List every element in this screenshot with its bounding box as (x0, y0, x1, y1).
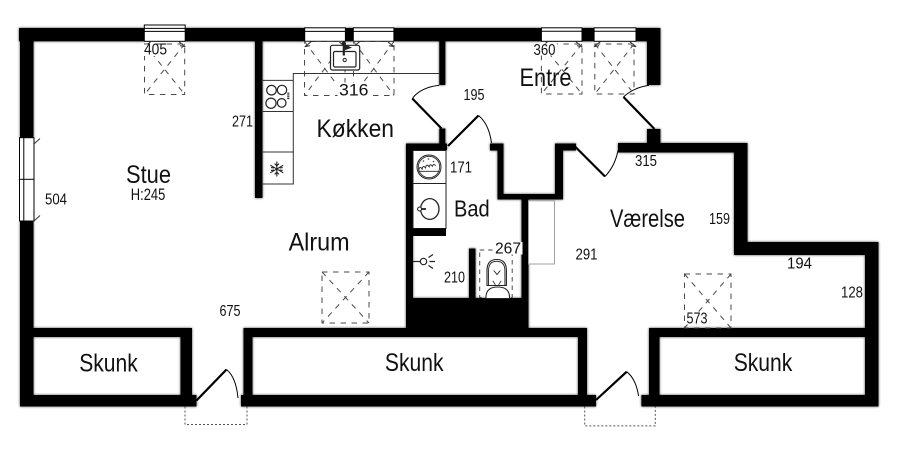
svg-text:Entré: Entré (520, 64, 572, 92)
svg-text:Bad: Bad (454, 196, 490, 222)
svg-text:Værelse: Værelse (610, 205, 685, 233)
svg-text:Skunk: Skunk (385, 349, 444, 377)
svg-text:171: 171 (450, 160, 472, 177)
svg-text:195: 195 (464, 87, 485, 104)
svg-text:Stue: Stue (126, 161, 171, 189)
svg-text:504: 504 (45, 192, 67, 209)
svg-text:360: 360 (534, 42, 556, 59)
svg-text:194: 194 (787, 256, 812, 273)
svg-text:267: 267 (495, 241, 521, 258)
svg-text:Skunk: Skunk (734, 349, 793, 377)
svg-text:128: 128 (841, 285, 863, 302)
svg-text:271: 271 (232, 114, 253, 131)
svg-text:Skunk: Skunk (79, 350, 138, 378)
svg-text:Alrum: Alrum (289, 229, 350, 257)
svg-text:H:245: H:245 (131, 185, 166, 204)
svg-text:210: 210 (444, 270, 465, 287)
svg-text:159: 159 (709, 211, 730, 228)
svg-text:316: 316 (339, 81, 369, 100)
svg-text:405: 405 (144, 42, 167, 59)
svg-text:291: 291 (576, 247, 598, 264)
svg-text:Køkken: Køkken (317, 115, 395, 143)
svg-text:315: 315 (635, 153, 657, 170)
svg-text:573: 573 (687, 311, 708, 328)
svg-text:675: 675 (220, 303, 241, 320)
